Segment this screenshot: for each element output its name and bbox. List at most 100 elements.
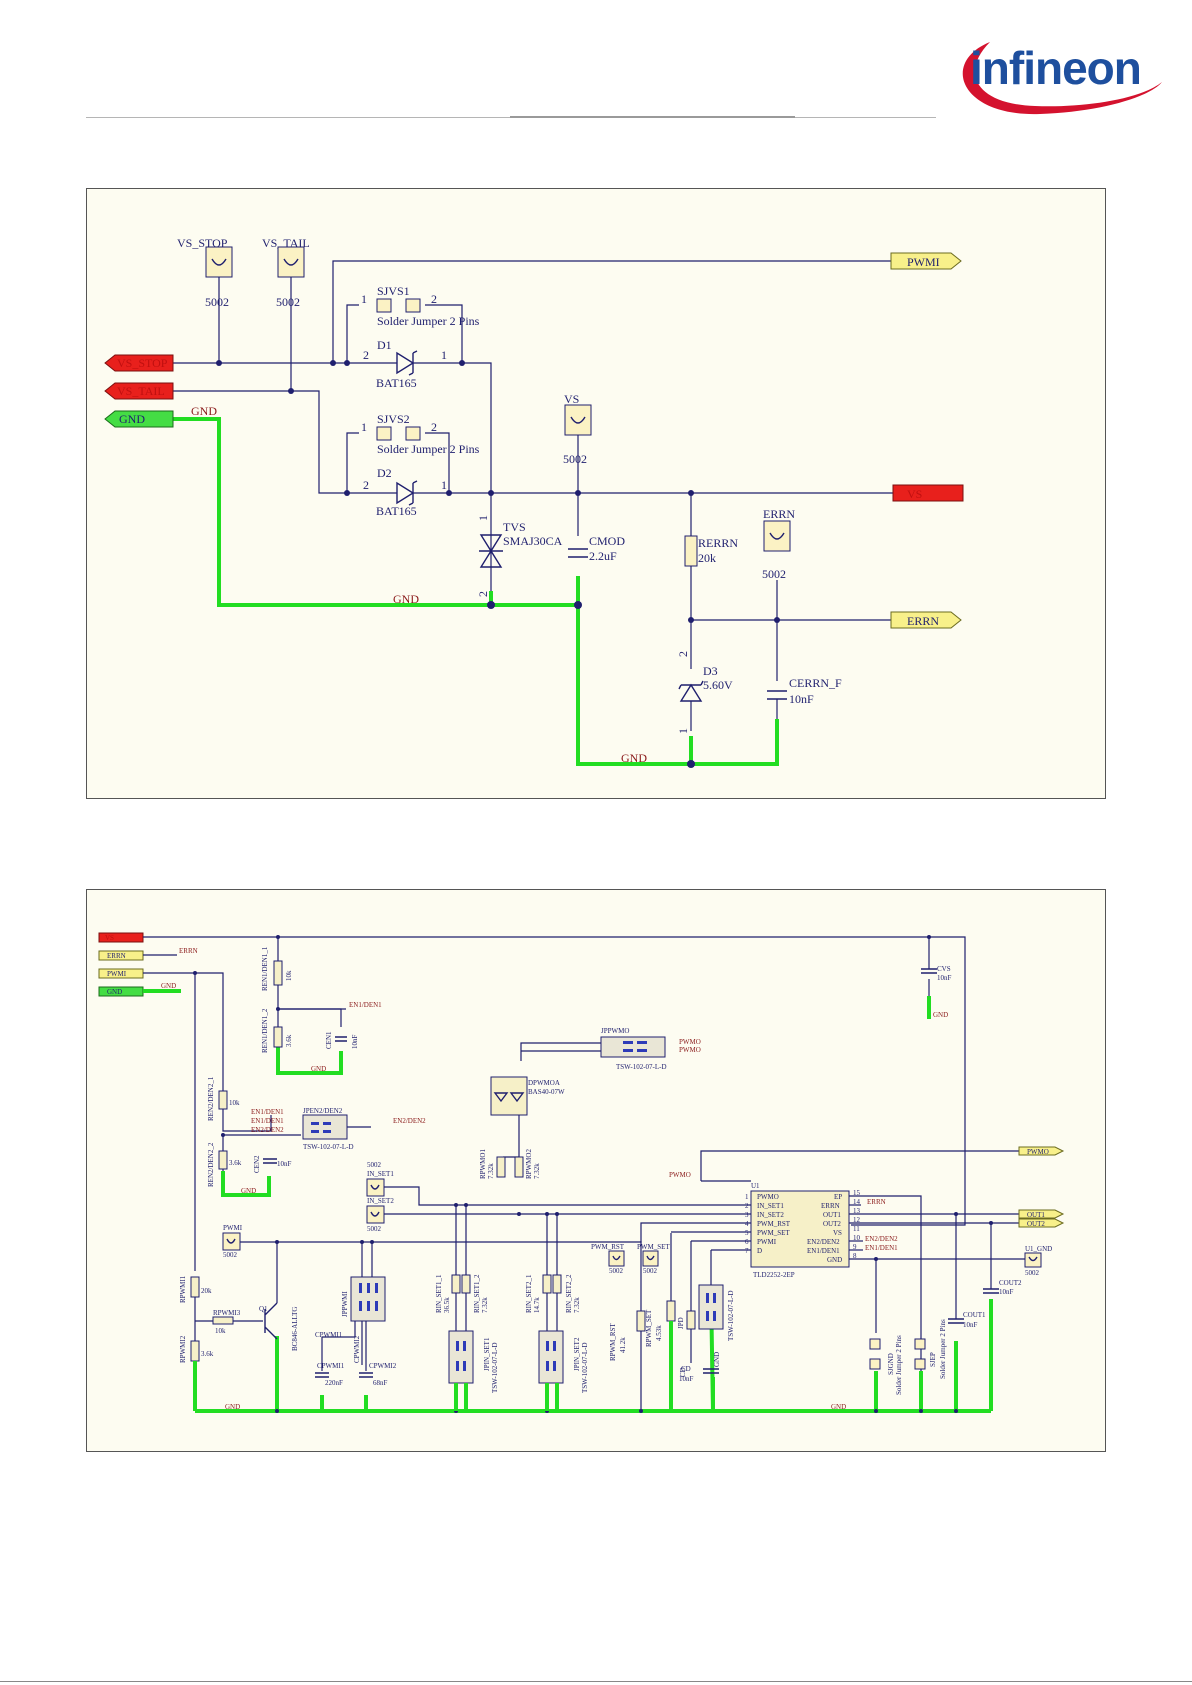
- diode-d2: D2 2 1 BAT165: [363, 466, 447, 518]
- svg-text:SJGND: SJGND: [887, 1353, 895, 1375]
- net-label-errn-right: ERRN: [867, 1198, 886, 1206]
- svg-text:5002: 5002: [367, 1225, 382, 1233]
- svg-text:4.53k: 4.53k: [655, 1325, 663, 1341]
- zener-diode-d3: 2 D3 5.60V 1: [676, 651, 733, 734]
- testpoint-in-set1: 5002 IN_SET1: [366, 1161, 394, 1197]
- svg-text:VS: VS: [833, 1229, 842, 1237]
- net-label-en2-den2-right: EN2/DEN2: [865, 1235, 898, 1243]
- svg-text:11: 11: [853, 1225, 860, 1233]
- svg-text:PWMI: PWMI: [223, 1224, 243, 1232]
- top-schematic: VS_STOP 5002 VS_TAIL 5002 VS 5002 ERRN 5…: [104, 236, 964, 768]
- svg-text:REN2/DEN2_2: REN2/DEN2_2: [207, 1142, 215, 1187]
- capacitor-cerrn-f: CERRN_F 10nF: [767, 676, 842, 719]
- svg-text:ERRN: ERRN: [179, 947, 198, 955]
- resistor-ren1-den1-2: REN1/DEN1_2 3.6k: [261, 1008, 293, 1053]
- svg-text:RPWMI3: RPWMI3: [213, 1309, 241, 1317]
- svg-text:7.32k: 7.32k: [573, 1297, 581, 1313]
- svg-text:VS: VS: [907, 487, 922, 501]
- svg-text:7.32k: 7.32k: [481, 1297, 489, 1313]
- svg-text:PWMO: PWMO: [679, 1046, 701, 1054]
- svg-text:1: 1: [476, 515, 490, 521]
- svg-text:OUT2: OUT2: [1027, 1220, 1045, 1228]
- port-vs-tail: VS_TAIL: [104, 382, 174, 400]
- svg-text:Q1: Q1: [259, 1305, 268, 1313]
- svg-text:CEN1: CEN1: [325, 1031, 333, 1049]
- svg-text:VS_TAIL: VS_TAIL: [117, 384, 165, 398]
- svg-text:U1: U1: [751, 1182, 760, 1190]
- svg-text:RERRN: RERRN: [698, 536, 738, 550]
- capacitor-cvs: CVS 10nF GND: [921, 965, 952, 1019]
- svg-text:PWM_RST: PWM_RST: [757, 1220, 791, 1228]
- svg-text:CMOD: CMOD: [589, 534, 625, 548]
- port-pwmo: PWMO: [1018, 1146, 1065, 1156]
- svg-text:CEN2: CEN2: [253, 1155, 261, 1173]
- net-label-en1-den1-right: EN1/DEN1: [865, 1244, 898, 1252]
- rin-set1-group: RIN_SET1_1 36.5k RIN_SET1_2 7.32k JPIN_S…: [435, 1205, 499, 1411]
- svg-text:JPEN2/DEN2: JPEN2/DEN2: [303, 1107, 343, 1115]
- top-schematic-panel: VS_STOP 5002 VS_TAIL 5002 VS 5002 ERRN 5…: [86, 188, 1106, 799]
- logo-swoosh-icon: [962, 42, 1162, 115]
- svg-text:CERRN_F: CERRN_F: [789, 676, 842, 690]
- ic-u1: U1 TLD2252-2EP PWMO IN_SET1 IN_SET2 PWM_…: [745, 1182, 861, 1279]
- svg-text:EN2/DEN2: EN2/DEN2: [251, 1126, 284, 1134]
- header-rule-accent: [510, 116, 795, 118]
- svg-text:Solder Jumper 2 Pins: Solder Jumper 2 Pins: [377, 314, 480, 328]
- port-errn-bottom: ERRN ERRN: [98, 947, 198, 961]
- svg-text:14: 14: [853, 1198, 861, 1206]
- svg-text:PWMO: PWMO: [1027, 1148, 1049, 1156]
- port-vs-bottom: VS: [98, 932, 144, 943]
- logo-text: infineon: [970, 42, 1141, 94]
- svg-text:TSW-102-07-L-D: TSW-102-07-L-D: [491, 1342, 499, 1393]
- testpoint-in-set2: IN_SET2 5002: [366, 1197, 394, 1233]
- resistor-rpwmi2: RPWMI2 3.6k: [179, 1335, 214, 1363]
- resistor-rpwmo1: RPWMO1 7.32k: [479, 1149, 506, 1179]
- svg-text:9: 9: [853, 1243, 857, 1251]
- svg-text:Solder Jumper 2 Pins: Solder Jumper 2 Pins: [895, 1335, 903, 1395]
- svg-text:1: 1: [676, 728, 690, 734]
- svg-text:10nF: 10nF: [937, 974, 952, 982]
- svg-text:GND: GND: [827, 1256, 842, 1264]
- svg-text:2: 2: [431, 292, 437, 306]
- svg-text:10nF: 10nF: [789, 692, 814, 706]
- svg-text:15: 15: [853, 1189, 861, 1197]
- gnd-label-top-mid: GND: [393, 592, 419, 606]
- svg-text:1: 1: [441, 348, 447, 362]
- svg-text:U1_GND: U1_GND: [1025, 1245, 1052, 1253]
- svg-text:RPWMI2: RPWMI2: [179, 1335, 187, 1363]
- svg-text:12: 12: [853, 1216, 861, 1224]
- svg-text:RIN_SET1_2: RIN_SET1_2: [473, 1274, 481, 1313]
- svg-text:5002: 5002: [223, 1251, 238, 1259]
- svg-text:PWM_SET: PWM_SET: [757, 1229, 790, 1237]
- svg-text:TLD2252-2EP: TLD2252-2EP: [753, 1271, 795, 1279]
- jumper-jpen2-den2: JPEN2/DEN2 EN1/DEN1 EN1/DEN1 EN2/DEN2 TS…: [251, 1107, 426, 1151]
- svg-text:1: 1: [361, 292, 367, 306]
- svg-text:3.6k: 3.6k: [201, 1350, 214, 1358]
- svg-text:5002: 5002: [276, 295, 300, 309]
- svg-text:TSW-102-07-L-D: TSW-102-07-L-D: [303, 1143, 354, 1151]
- svg-text:EP: EP: [834, 1193, 842, 1201]
- svg-text:2.2uF: 2.2uF: [589, 549, 617, 563]
- svg-text:D: D: [757, 1247, 762, 1255]
- svg-text:5002: 5002: [762, 567, 786, 581]
- testpoint-u1-gnd: U1_GND 5002: [1024, 1245, 1052, 1277]
- port-gnd: GND GND: [104, 404, 217, 428]
- svg-text:OUT1: OUT1: [823, 1211, 841, 1219]
- capacitor-cpwmi2: CPWMI2 68nF CPWMI2: [353, 1335, 397, 1387]
- svg-text:6: 6: [745, 1238, 749, 1246]
- svg-text:JPIN_SET1: JPIN_SET1: [483, 1337, 491, 1371]
- svg-text:14.7k: 14.7k: [533, 1297, 541, 1313]
- svg-text:10nF: 10nF: [351, 1035, 359, 1050]
- resistor-rpwm-rst: RPWM_RST 41.2k: [609, 1310, 646, 1361]
- svg-text:IN_SET1: IN_SET1: [367, 1170, 394, 1178]
- svg-text:TSW-102-07-L-D: TSW-102-07-L-D: [616, 1063, 667, 1071]
- svg-text:10k: 10k: [285, 970, 293, 981]
- svg-text:8: 8: [853, 1252, 857, 1260]
- capacitor-cmod: CMOD 2.2uF: [568, 534, 625, 563]
- infineon-logo: infineon: [950, 22, 1170, 122]
- svg-text:2: 2: [363, 348, 369, 362]
- svg-text:RIN_SET2_2: RIN_SET2_2: [565, 1274, 573, 1313]
- gnd-label-b0: GND: [311, 1065, 326, 1073]
- svg-text:PWM_RST: PWM_RST: [591, 1243, 625, 1251]
- svg-text:SJVS1: SJVS1: [377, 284, 410, 298]
- svg-text:ERRN: ERRN: [763, 507, 795, 521]
